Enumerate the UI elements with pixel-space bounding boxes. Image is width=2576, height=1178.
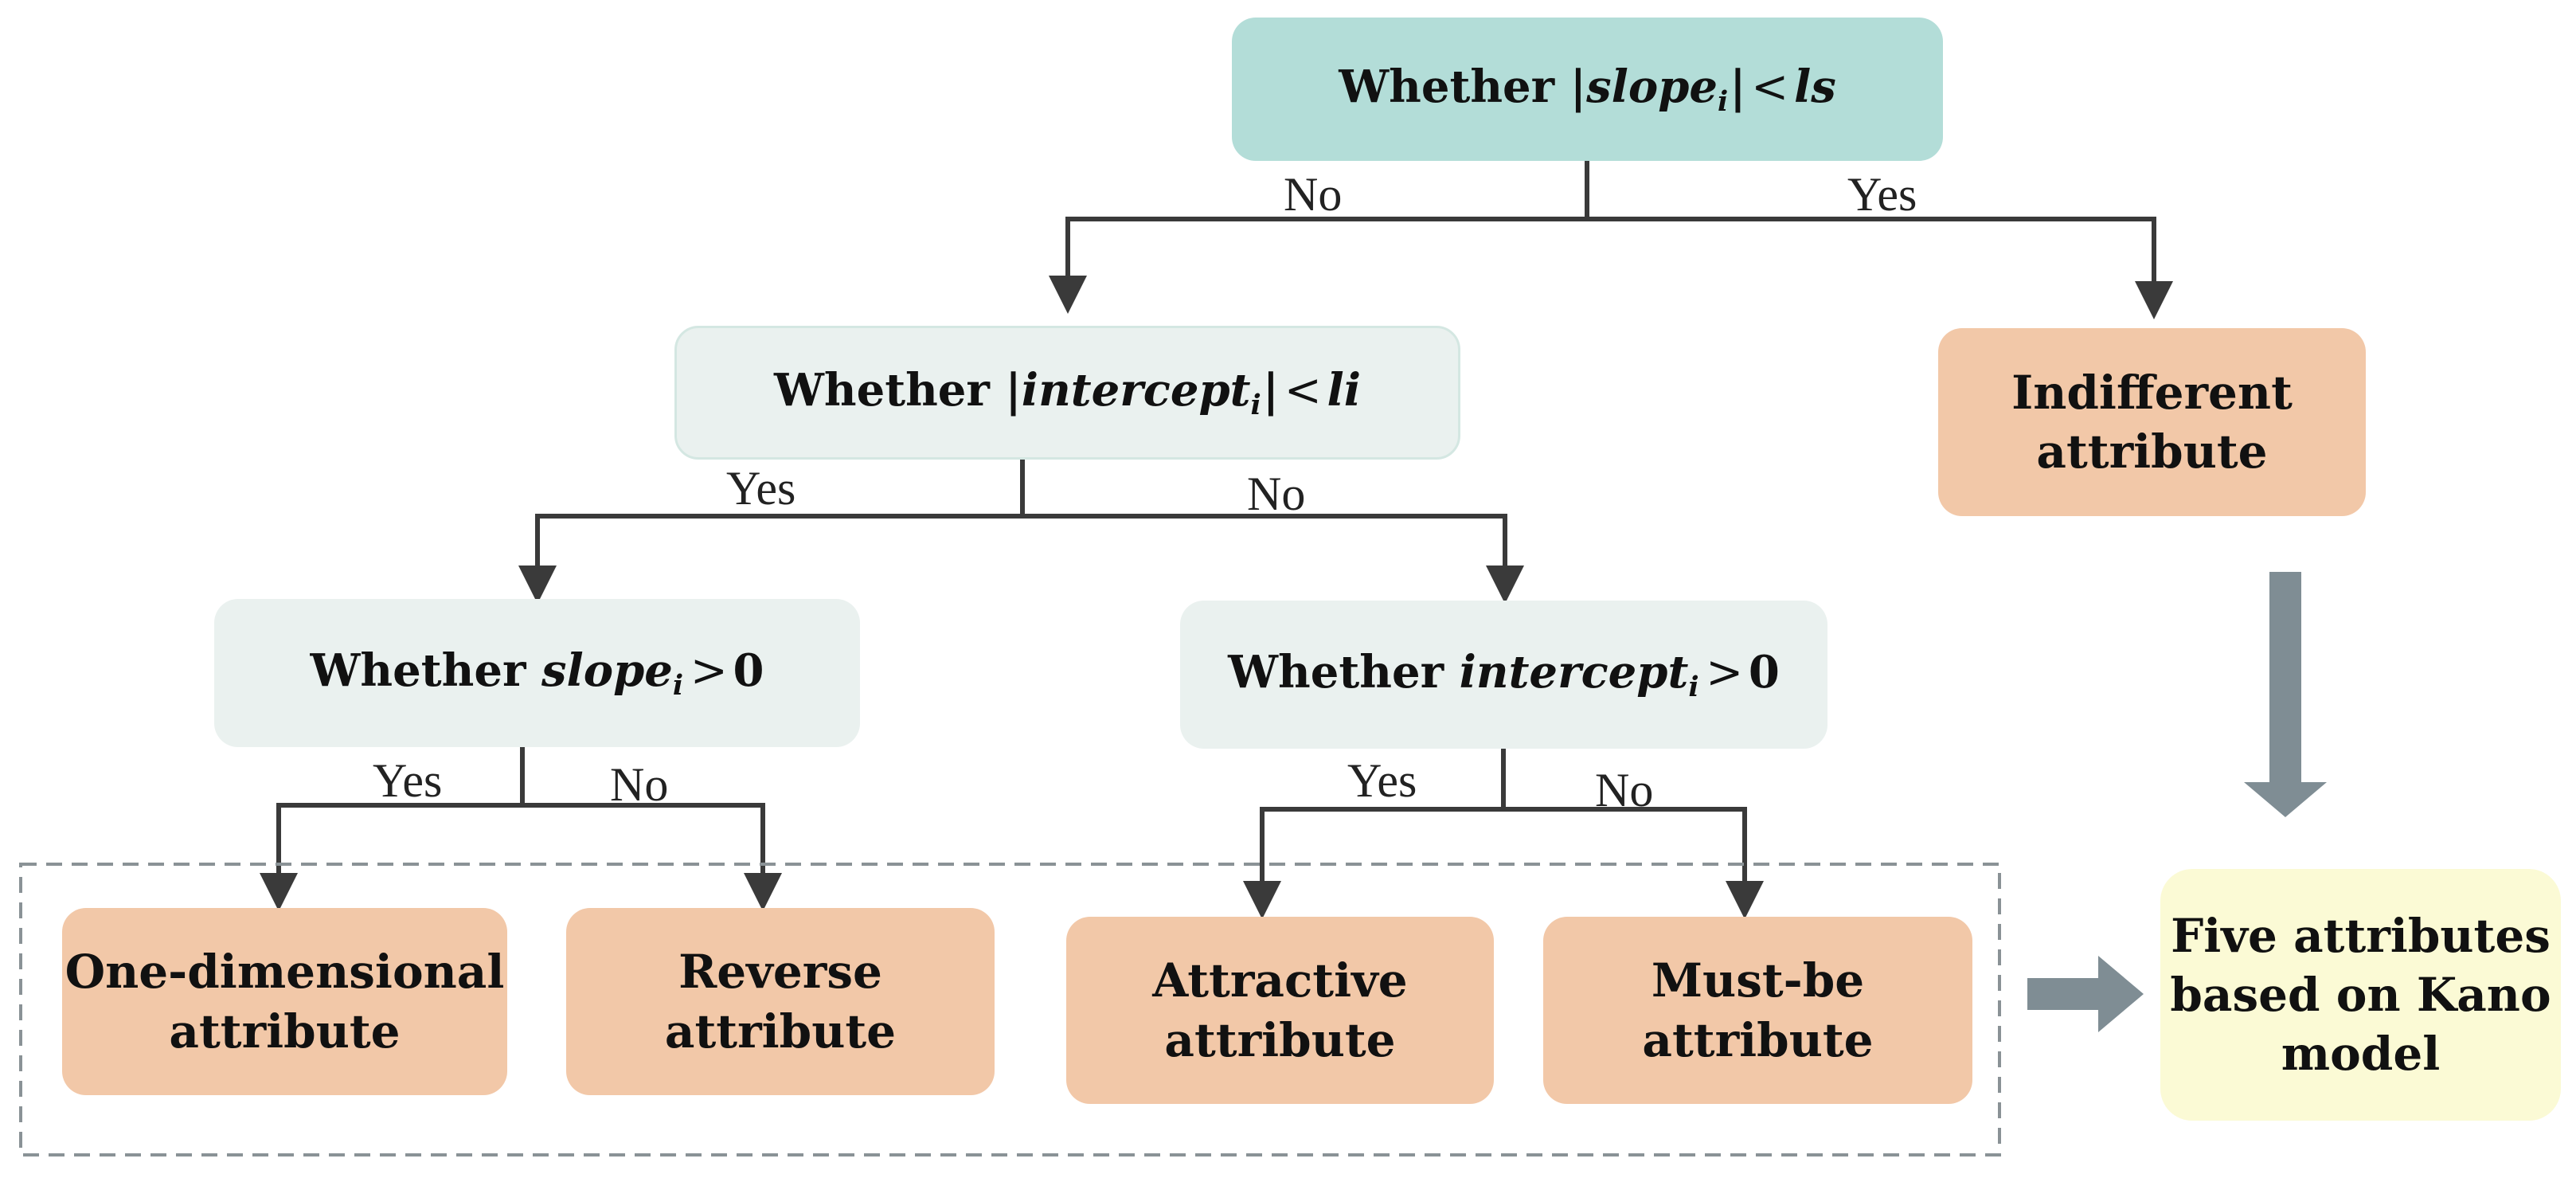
intercept-sign-condition-box: Whether intercepti>0 — [1180, 601, 1827, 749]
connector-root-yes — [1587, 217, 2173, 319]
connector-level2-no — [1022, 514, 1524, 604]
attractive-attribute-line2: attribute — [1164, 1012, 1396, 1067]
branch-label-level2-yes: Yes — [726, 462, 796, 515]
indifferent-attribute-line1: Indifferent — [2011, 365, 2293, 420]
branch-label-intercept-no: No — [1595, 764, 1654, 816]
must-be-attribute-box: Must-be attribute — [1543, 917, 1972, 1104]
connector-intercept-no — [1503, 807, 1764, 919]
five-attributes-line3: model — [2281, 1027, 2441, 1082]
connector-intercept-yes — [1243, 807, 1503, 919]
reverse-attribute-box: Reverse attribute — [566, 908, 995, 1095]
indifferent-attribute-box: Indifferent attribute — [1938, 328, 2366, 516]
intercept-magnitude-condition-text: Whether |intercepti|<li — [773, 363, 1362, 421]
attractive-attribute-line1: Attractive — [1152, 953, 1408, 1008]
connector-level2-yes — [518, 514, 1022, 604]
big-arrow-down — [2244, 572, 2327, 817]
slope-sign-condition-text: Whether slopei>0 — [310, 644, 764, 702]
indifferent-attribute-line2: attribute — [2036, 425, 2268, 479]
branch-label-slope-no: No — [610, 758, 669, 811]
big-arrow-right — [2027, 956, 2144, 1032]
connector-slope-yes — [260, 803, 522, 911]
intercept-sign-condition-text: Whether intercepti>0 — [1228, 645, 1780, 703]
one-dimensional-attribute-box: One-dimensional attribute — [62, 908, 507, 1095]
must-be-attribute-line1: Must-be — [1651, 953, 1865, 1008]
root-condition-text: Whether |slopei|<ls — [1339, 60, 1836, 118]
reverse-attribute-line2: attribute — [664, 1004, 897, 1059]
one-dimensional-attribute-line2: attribute — [169, 1004, 401, 1059]
slope-sign-condition-box: Whether slopei>0 — [214, 599, 860, 747]
intercept-magnitude-condition-box: Whether |intercepti|<li — [674, 326, 1460, 460]
attractive-attribute-box: Attractive attribute — [1066, 917, 1494, 1104]
branch-label-level2-no: No — [1247, 468, 1306, 520]
five-attributes-summary-box: Five attributes based on Kano model — [2160, 869, 2561, 1121]
five-attributes-line2: based on Kano — [2170, 967, 2551, 1022]
branch-label-intercept-yes: Yes — [1347, 754, 1417, 807]
one-dimensional-attribute-line1: One-dimensional — [64, 945, 505, 1000]
branch-label-slope-yes: Yes — [373, 754, 443, 807]
connector-slope-no — [522, 803, 782, 911]
branch-label-root-yes: Yes — [1847, 168, 1917, 221]
reverse-attribute-line1: Reverse — [678, 945, 882, 1000]
leaf-group-frame — [19, 863, 2001, 1156]
must-be-attribute-line2: attribute — [1642, 1012, 1874, 1067]
five-attributes-line1: Five attributes — [2171, 908, 2551, 963]
branch-label-root-no: No — [1284, 168, 1343, 221]
root-condition-box: Whether |slopei|<ls — [1232, 18, 1943, 161]
connector-root-no — [1049, 217, 1587, 314]
